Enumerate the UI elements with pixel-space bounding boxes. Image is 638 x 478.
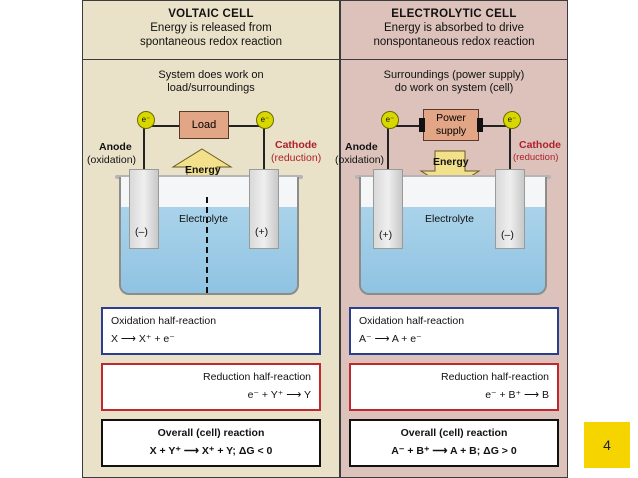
reduction-title: Reduction half-reaction — [203, 371, 311, 383]
voltaic-title: VOLTAIC CELL — [168, 8, 254, 20]
voltaic-subheader: System does work on load/surroundings — [83, 69, 339, 95]
energy-label: Energy — [185, 164, 221, 176]
electrolytic-sub-line2: do work on system (cell) — [394, 82, 514, 94]
voltaic-header-line1: Energy is released from — [150, 22, 272, 34]
electrolytic-header-line2: nonspontaneous redox reaction — [373, 36, 535, 48]
electrolytic-sub-line1: Surroundings (power supply) — [383, 69, 525, 81]
divider — [341, 59, 567, 60]
wire — [143, 125, 145, 173]
cathode-sub-label: (reduction) — [513, 152, 559, 163]
overall-title: Overall (cell) reaction — [157, 427, 265, 439]
electron-icon: e⁻ — [381, 111, 399, 129]
wire — [229, 125, 265, 127]
overall-equation: X + Y⁺ ⟶ X⁺ + Y; ΔG < 0 — [149, 445, 273, 457]
overall-title: Overall (cell) reaction — [400, 427, 508, 439]
reduction-title: Reduction half-reaction — [441, 371, 549, 383]
reduction-box: Reduction half-reaction e⁻ + B⁺ ⟶ B — [349, 363, 559, 411]
cathode-electrode — [249, 169, 279, 249]
electron-icon: e⁻ — [503, 111, 521, 129]
voltaic-header-line2: spontaneous redox reaction — [140, 36, 282, 48]
reduction-equation: e⁻ + B⁺ ⟶ B — [485, 389, 549, 401]
anode-electrode — [373, 169, 403, 249]
electron-icon: e⁻ — [256, 111, 274, 129]
electron-icon: e⁻ — [137, 111, 155, 129]
voltaic-cell-panel: VOLTAIC CELL Energy is released from spo… — [82, 0, 340, 478]
cathode-label: Cathode — [519, 139, 561, 151]
anode-electrode — [129, 169, 159, 249]
terminal-icon — [477, 118, 483, 132]
anode-sub-label: (oxidation) — [87, 154, 137, 166]
salt-bridge-divider — [206, 197, 208, 293]
oxidation-title: Oxidation half-reaction — [111, 315, 217, 327]
power-supply-label-2: supply — [435, 125, 467, 137]
cathode-label: Cathode — [275, 139, 317, 151]
load-label: Load — [191, 119, 217, 131]
wire — [143, 125, 179, 127]
voltaic-sub-line2: load/surroundings — [167, 82, 255, 94]
page-number: 4 — [603, 437, 611, 453]
electrolyte-label: Electrolyte — [179, 213, 229, 225]
electrolytic-header-line1: Energy is absorbed to drive — [384, 22, 524, 34]
overall-equation: A⁻ + B⁺ ⟶ A + B; ΔG > 0 — [391, 445, 517, 457]
wire — [263, 125, 265, 173]
overall-box: Overall (cell) reaction X + Y⁺ ⟶ X⁺ + Y;… — [101, 419, 321, 467]
anode-sign: (+) — [379, 229, 393, 241]
oxidation-box: Oxidation half-reaction A⁻ ⟶ A + e⁻ — [349, 307, 559, 355]
oxidation-equation: A⁻ ⟶ A + e⁻ — [359, 333, 422, 345]
reduction-equation: e⁻ + Y⁺ ⟶ Y — [247, 389, 311, 401]
terminal-icon — [419, 118, 425, 132]
page-number-badge: 4 — [584, 422, 630, 468]
oxidation-title: Oxidation half-reaction — [359, 315, 465, 327]
reduction-box: Reduction half-reaction e⁻ + Y⁺ ⟶ Y — [101, 363, 321, 411]
power-supply-box: Power supply — [423, 109, 479, 141]
wire — [387, 125, 389, 173]
voltaic-header: VOLTAIC CELL Energy is released from spo… — [83, 7, 339, 49]
anode-sub-label: (oxidation) — [335, 154, 385, 166]
oxidation-equation: X ⟶ X⁺ + e⁻ — [111, 333, 175, 345]
anode-sign: (–) — [135, 226, 148, 238]
wire — [387, 125, 423, 127]
wire — [479, 125, 511, 127]
cathode-sub-label: (reduction) — [271, 152, 322, 164]
oxidation-box: Oxidation half-reaction X ⟶ X⁺ + e⁻ — [101, 307, 321, 355]
electrolytic-subheader: Surroundings (power supply) do work on s… — [341, 69, 567, 95]
cathode-electrode — [495, 169, 525, 249]
divider — [83, 59, 339, 60]
anode-label: Anode — [99, 141, 132, 153]
anode-label: Anode — [345, 141, 378, 153]
electrolytic-title: ELECTROLYTIC CELL — [391, 8, 517, 20]
electrolyte-label: Electrolyte — [425, 213, 475, 225]
electrolytic-header: ELECTROLYTIC CELL Energy is absorbed to … — [341, 7, 567, 49]
cathode-sign: (+) — [255, 226, 269, 238]
cathode-sign: (–) — [501, 229, 514, 241]
overall-box: Overall (cell) reaction A⁻ + B⁺ ⟶ A + B;… — [349, 419, 559, 467]
voltaic-sub-line1: System does work on — [158, 69, 264, 81]
wire — [509, 125, 511, 173]
energy-label: Energy — [433, 156, 469, 168]
load-box: Load — [179, 111, 229, 139]
electrolytic-cell-panel: ELECTROLYTIC CELL Energy is absorbed to … — [335, 0, 568, 478]
power-supply-label-1: Power — [436, 112, 466, 124]
